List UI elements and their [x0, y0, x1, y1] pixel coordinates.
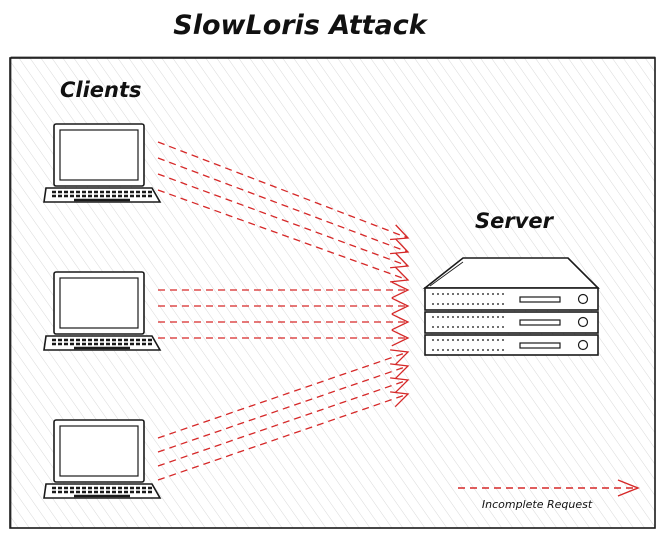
request-arrowhead [390, 266, 410, 283]
request-arrows [157, 141, 410, 481]
request-arrow [157, 141, 409, 239]
legend: Incomplete Request [458, 479, 640, 511]
server-label: Server [475, 209, 555, 233]
laptop-icon [43, 419, 162, 499]
request-arrowhead [391, 313, 410, 331]
request-arrowhead [391, 297, 410, 315]
request-arrow [157, 379, 409, 467]
laptop-icon [43, 271, 162, 351]
laptop-icon [43, 123, 162, 203]
legend-arrowhead [617, 479, 640, 497]
request-arrowhead [390, 377, 410, 394]
request-arrow [157, 157, 409, 253]
request-arrow [157, 365, 409, 453]
request-arrowhead [391, 281, 410, 299]
request-arrowhead [391, 329, 410, 347]
request-arrow [157, 393, 409, 481]
request-arrowhead [390, 349, 410, 366]
request-arrowhead [390, 363, 410, 380]
request-arrowhead [390, 391, 410, 408]
clients-label: Clients [60, 78, 142, 102]
server-rack-icon [422, 257, 600, 356]
request-arrow [157, 173, 409, 267]
request-arrow [157, 351, 409, 439]
diagram-title: SlowLoris Attack [173, 10, 428, 41]
request-arrow [157, 189, 409, 281]
legend-label: Incomplete Request [482, 498, 593, 511]
